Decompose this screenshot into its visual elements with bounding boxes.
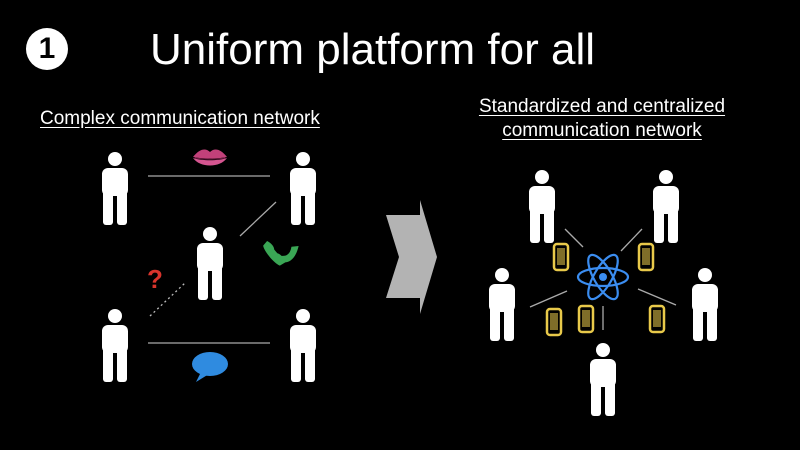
react-atom-icon: [576, 253, 630, 301]
question-mark-icon: ?: [147, 264, 163, 294]
person-icon: [653, 170, 679, 243]
smartphone-icon: [648, 304, 666, 334]
person-icon: [529, 170, 555, 243]
person-icon: [290, 152, 316, 225]
person-icon: [290, 309, 316, 382]
connector-line: [637, 288, 677, 306]
left-network-diagram: ?: [102, 149, 316, 382]
smartphone-icon: [552, 242, 570, 272]
transition-arrow: [386, 200, 437, 314]
right-panel-caption: Standardized and centralized communicati…: [430, 95, 774, 143]
connector-line: [239, 201, 277, 237]
person-icon: [692, 268, 718, 341]
smartphone-icon: [577, 304, 595, 334]
person-icon: [102, 152, 128, 225]
lips-icon: [193, 149, 227, 166]
speech-bubble-icon: [192, 352, 228, 382]
connector-line: [620, 228, 643, 252]
right-network-diagram: [489, 170, 718, 416]
right-panel-caption-line1: Standardized and centralized: [478, 96, 726, 117]
person-icon: [102, 309, 128, 382]
left-panel-caption: Complex communication network: [40, 108, 320, 129]
dotted-connector-line: [149, 282, 186, 317]
connector-line: [564, 228, 584, 248]
smartphone-icon: [637, 242, 655, 272]
person-icon: [197, 227, 223, 300]
smartphone-icon: [545, 307, 563, 337]
slide-title: Uniform platform for all: [150, 25, 596, 74]
person-icon: [590, 343, 616, 416]
right-panel-caption-line2: communication network: [502, 120, 702, 141]
connector-line: [529, 290, 568, 308]
person-icon: [489, 268, 515, 341]
phone-icon: [263, 241, 299, 266]
step-number-badge: 1: [26, 28, 68, 70]
